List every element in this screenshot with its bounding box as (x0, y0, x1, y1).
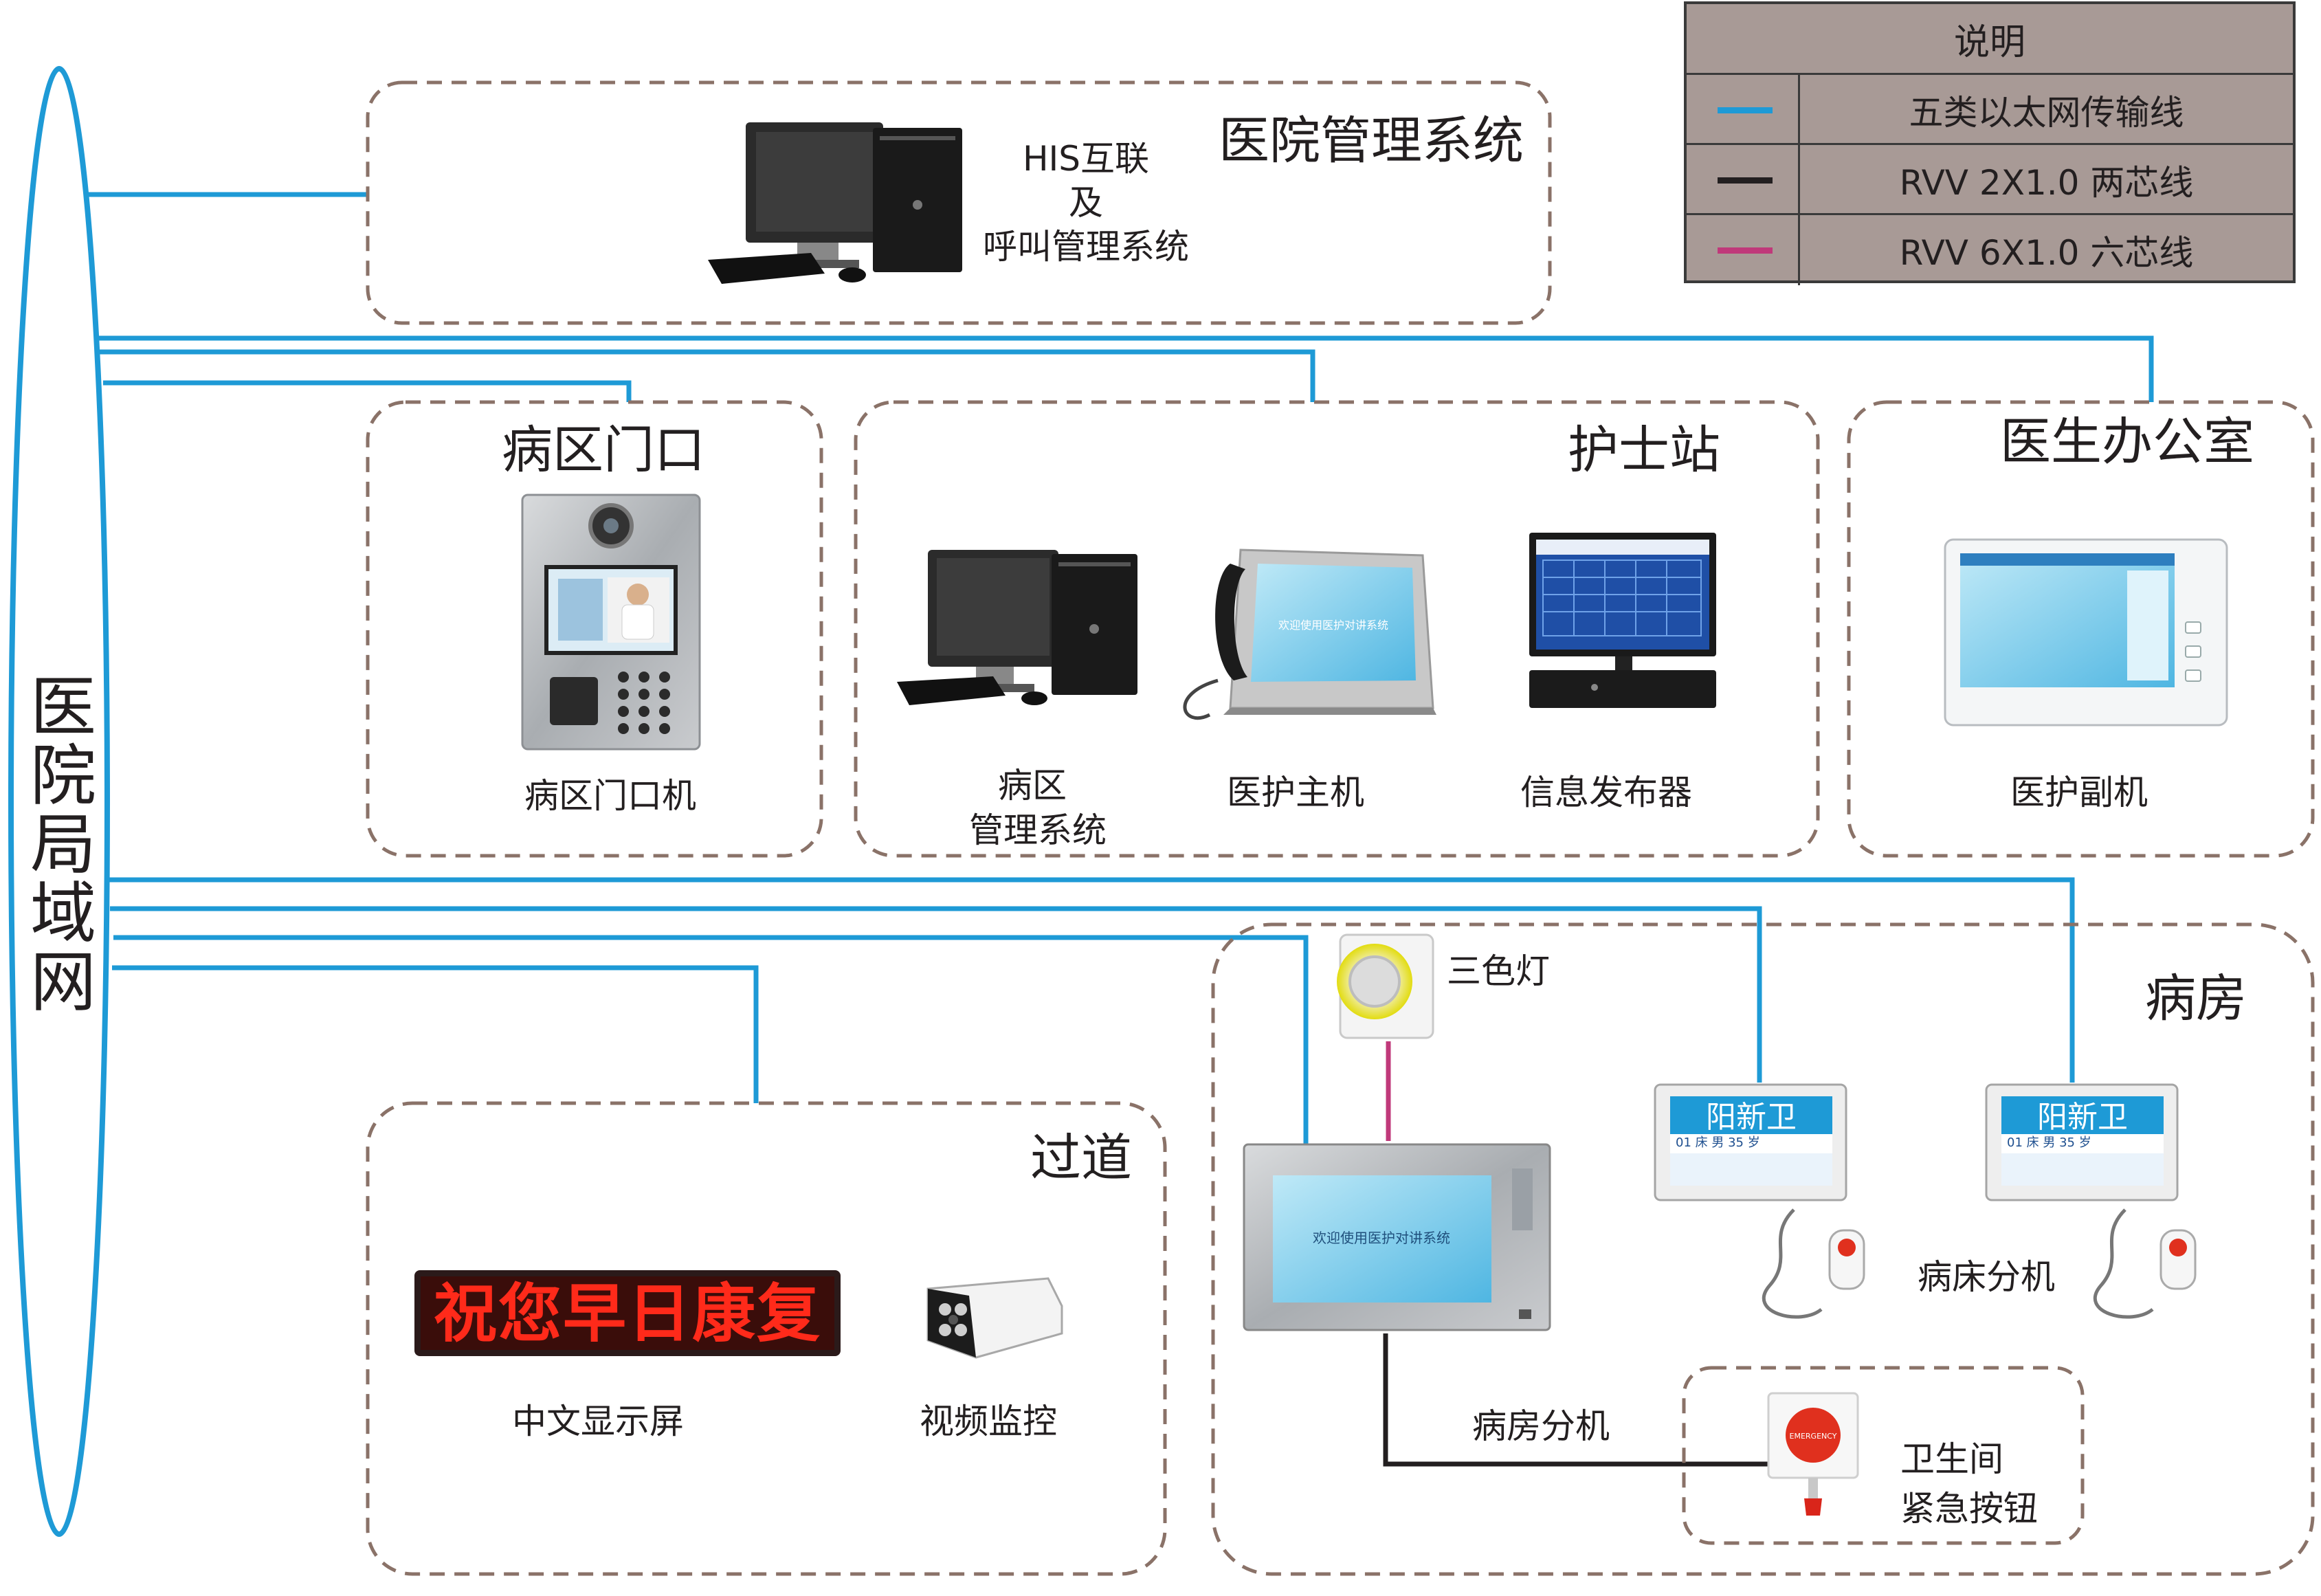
device-label: 及 (1069, 183, 1103, 223)
nurse-host-icon: 欢迎使用医护对讲系统 (1183, 548, 1436, 720)
device-label: 管理系统 (969, 810, 1107, 850)
device-label: HIS互联 (1023, 139, 1149, 179)
rvv2-line (1383, 1333, 1773, 1467)
backbone-ellipse (8, 66, 110, 1537)
sub-host-icon (1944, 538, 2228, 727)
legend-label: RVV 6X1.0 六芯线 (1899, 233, 2194, 273)
backbone-label: 医 院 局 域 网 (30, 669, 96, 1021)
room-unit-icon: 欢迎使用医护对讲系统 (1243, 1143, 1551, 1331)
pc-icon (708, 122, 962, 284)
device-label: 病区门口机 (524, 776, 696, 816)
legend-row-ethernet: 五类以太网传输线 (1687, 73, 2293, 145)
legend-swatch (1687, 215, 1800, 285)
zone-title: 病区门口 (502, 421, 705, 480)
zone-hospital-mgmt: 医院管理系统 HIS互联 及 呼叫管理系统 (366, 80, 1552, 325)
zone-ward: 病房 三色灯 欢迎使用医护对讲系统 病房分机 阳新卫 01 床 男 35 岁 (1211, 922, 2315, 1576)
device-label: 医护主机 (1227, 773, 1364, 812)
device-label: 紧急按钮 (1900, 1489, 2038, 1529)
zone-title: 过道 (1030, 1129, 1132, 1188)
zone-nurse-station: 护士站 病区 管理系统 欢迎使用医护对讲系统 医护主机 (854, 400, 1820, 858)
device-label: 医护副机 (2010, 773, 2148, 812)
ethernet-swatch-line (1718, 107, 1773, 113)
device-label: 中文显示屏 (512, 1401, 684, 1441)
emergency-button-icon: EMERGENCY (1767, 1392, 1859, 1516)
door-station-icon (521, 494, 701, 751)
rvv2-swatch-line (1718, 177, 1773, 184)
led-display-icon: 祝您早日康复 (414, 1270, 841, 1356)
bed-unit-icon: 阳新卫 01 床 男 35 岁 (1654, 1083, 1865, 1319)
svg-text:欢迎使用医护对讲系统: 欢迎使用医护对讲系统 (1278, 619, 1388, 632)
zone-title: 护士站 (1568, 421, 1720, 480)
room-screen-text: 欢迎使用医护对讲系统 (1313, 1230, 1450, 1246)
zone-ward-entrance: 病区门口 病区门口机 (366, 400, 823, 858)
device-label: 卫生间 (1900, 1439, 2003, 1479)
zone-title: 医生办公室 (2000, 412, 2254, 472)
tricolor-light-icon (1337, 933, 1434, 1039)
device-label: 视频监控 (920, 1401, 1057, 1441)
zone-bathroom: EMERGENCY 卫生间 紧急按钮 (1682, 1366, 2085, 1545)
device-label: 病房分机 (1472, 1406, 1610, 1446)
zone-corridor: 过道 祝您早日康复 中文显示屏 视频监控 (366, 1101, 1167, 1576)
legend-swatch (1687, 145, 1800, 215)
device-label: 病床分机 (1918, 1257, 2055, 1297)
bed-screen-row: 01 床 男 35 岁 (1676, 1135, 1760, 1150)
led-text: 祝您早日康复 (434, 1277, 821, 1351)
pc-icon (897, 550, 1137, 705)
bed-screen-name: 阳新卫 (1706, 1100, 1797, 1135)
legend-row-rvv6: RVV 6X1.0 六芯线 (1687, 213, 2293, 285)
camera-icon (926, 1277, 1063, 1359)
backbone-char: 网 (30, 944, 96, 1021)
rvv6-swatch-line (1718, 247, 1773, 254)
bed-screen-row: 01 床 男 35 岁 (2007, 1135, 2091, 1150)
ethernet-lines (81, 192, 2154, 1144)
backbone-char: 医 (30, 669, 96, 746)
emergency-text: EMERGENCY (1790, 1432, 1837, 1441)
legend-label: RVV 2X1.0 两芯线 (1899, 163, 2194, 203)
device-label: 病区 (998, 766, 1067, 806)
bed-screen-name: 阳新卫 (2037, 1100, 2128, 1135)
legend-row-rvv2: RVV 2X1.0 两芯线 (1687, 143, 2293, 215)
legend-title: 说明 (1953, 21, 2025, 63)
info-publisher-icon (1529, 533, 1716, 708)
bed-unit-icon: 阳新卫 01 床 男 35 岁 (1985, 1083, 2197, 1319)
device-label: 呼叫管理系统 (983, 227, 1189, 267)
zone-title: 医院管理系统 (1219, 111, 1524, 170)
backbone-char: 局 (30, 806, 96, 883)
zone-title: 病房 (2145, 969, 2247, 1028)
device-label: 信息发布器 (1520, 773, 1692, 812)
backbone-char: 院 (30, 738, 96, 814)
legend-label: 五类以太网传输线 (1909, 93, 2184, 133)
legend-swatch (1687, 75, 1800, 145)
legend: 说明 五类以太网传输线 RVV 2X1.0 两芯线 RVV 6X1.0 六芯线 (1684, 1, 2296, 285)
device-label: 三色灯 (1447, 951, 1550, 991)
backbone-char: 域 (30, 875, 96, 952)
zone-doctor-office: 医生办公室 医护副机 (1847, 400, 2315, 858)
